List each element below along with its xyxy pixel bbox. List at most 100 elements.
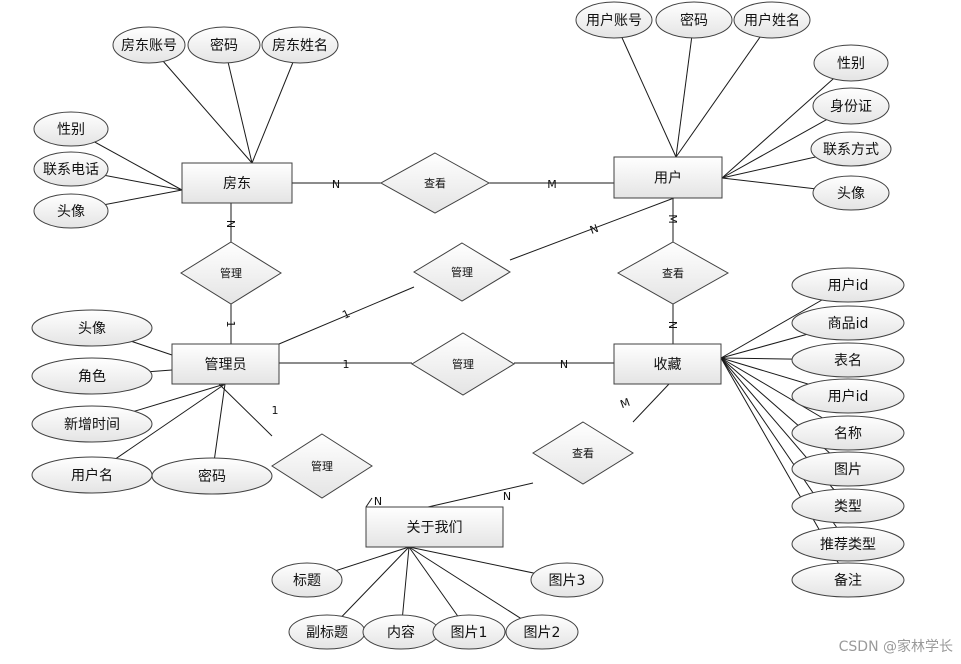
attribute-about-4: 图片2: [505, 614, 579, 650]
attr-link-landlord-1: [223, 44, 253, 164]
cardinality-r_view3-favorite: M: [618, 396, 631, 411]
cardinality-r_view1-landlord: N: [332, 178, 340, 191]
attribute-ellipse: [791, 342, 905, 378]
attr-link-user-1: [675, 19, 695, 158]
relationship-link-r_manage4-0: [218, 383, 273, 437]
attribute-landlord-5: 头像: [33, 193, 109, 229]
entity-about: 关于我们: [365, 506, 504, 548]
attribute-ellipse: [791, 415, 905, 451]
attribute-label: 商品id: [828, 316, 869, 332]
attribute-ellipse: [791, 562, 905, 598]
attribute-favorite-6: 类型: [791, 488, 905, 524]
attribute-user-2: 用户姓名: [733, 1, 811, 39]
attribute-ellipse: [655, 1, 733, 39]
relationship-link-r_view3-0: [632, 383, 670, 423]
entity-favorite: 收藏: [613, 343, 722, 385]
relationship-r_manage2: 管理: [413, 242, 511, 302]
attribute-admin-3: 用户名: [31, 456, 153, 494]
attribute-label: 副标题: [306, 625, 348, 641]
watermark: CSDN @家林学长: [838, 639, 953, 655]
attribute-admin-2: 新增时间: [31, 405, 153, 443]
relationship-diamond: [411, 332, 515, 396]
relationship-r_manage4: 管理: [271, 433, 373, 499]
attribute-ellipse: [31, 357, 153, 395]
entity-label: 收藏: [654, 357, 682, 373]
attribute-label: 用户姓名: [744, 12, 800, 29]
entity-box: [365, 506, 504, 548]
attr-link-user-0: [613, 19, 677, 158]
attr-link-favorite-5: [720, 357, 849, 470]
entity-label: 关于我们: [407, 520, 463, 536]
relationship-diamond: [532, 421, 634, 485]
attribute-label: 标题: [293, 573, 321, 589]
attribute-ellipse: [530, 562, 604, 598]
relationship-label: 管理: [311, 459, 333, 473]
attribute-about-2: 内容: [362, 614, 440, 650]
relationship-label: 管理: [451, 265, 473, 279]
attribute-label: 联系电话: [43, 162, 99, 178]
cardinality-r_manage1-admin: 1: [224, 321, 237, 328]
relationship-r_view1: 查看: [379, 152, 491, 214]
attribute-user-6: 头像: [812, 175, 890, 211]
entity-admin: 管理员: [171, 343, 280, 385]
attribute-label: 用户id: [828, 277, 869, 294]
cardinality-r_manage2-user: N: [588, 222, 600, 237]
attribute-favorite-3: 用户id: [791, 378, 905, 414]
attribute-label: 表名: [834, 353, 862, 369]
attribute-favorite-4: 名称: [791, 415, 905, 451]
entity-label: 管理员: [205, 357, 247, 373]
attribute-label: 头像: [837, 186, 865, 202]
attribute-user-3: 性别: [813, 44, 889, 82]
cardinality-r_view3-about: N: [503, 490, 511, 503]
attribute-label: 密码: [680, 12, 708, 29]
attribute-ellipse: [791, 267, 905, 303]
relationship-r_view2: 查看: [616, 241, 730, 305]
attribute-favorite-0: 用户id: [791, 267, 905, 303]
attribute-label: 性别: [57, 122, 85, 138]
attribute-label: 图片3: [549, 573, 586, 589]
relationship-link-r_manage2-0: [278, 286, 415, 345]
attribute-label: 用户名: [71, 467, 113, 484]
attribute-ellipse: [31, 309, 153, 347]
cardinality-r_view2-favorite: N: [666, 321, 679, 329]
attribute-user-0: 用户账号: [575, 1, 653, 39]
attribute-ellipse: [33, 193, 109, 229]
attr-link-landlord-0: [148, 44, 253, 164]
attribute-label: 用户账号: [586, 12, 642, 29]
attribute-favorite-8: 备注: [791, 562, 905, 598]
attribute-ellipse: [271, 562, 343, 598]
cardinality-r_manage4-about: N: [374, 495, 382, 508]
attribute-ellipse: [791, 378, 905, 414]
attribute-label: 类型: [834, 499, 862, 515]
relationship-diamond: [616, 241, 730, 305]
attribute-label: 备注: [834, 572, 862, 589]
entity-landlord: 房东: [181, 162, 293, 204]
attribute-ellipse: [813, 44, 889, 82]
attribute-label: 头像: [57, 204, 85, 220]
attribute-ellipse: [812, 175, 890, 211]
attribute-ellipse: [261, 26, 339, 64]
entity-box: [613, 156, 723, 199]
attribute-favorite-5: 图片: [791, 451, 905, 487]
attribute-ellipse: [810, 131, 892, 167]
entity-box: [181, 162, 293, 204]
relationship-r_manage1: 管理: [180, 241, 282, 305]
relationship-label: 查看: [424, 176, 446, 190]
attribute-ellipse: [791, 451, 905, 487]
attribute-ellipse: [432, 614, 506, 650]
attr-link-about-4: [408, 546, 543, 633]
attribute-label: 密码: [210, 37, 238, 54]
entity-box: [171, 343, 280, 385]
attribute-admin-1: 角色: [31, 357, 153, 395]
attribute-ellipse: [791, 305, 905, 341]
attribute-label: 推荐类型: [820, 537, 876, 553]
attribute-user-4: 身份证: [812, 87, 890, 125]
attribute-admin-0: 头像: [31, 309, 153, 347]
attribute-label: 图片1: [451, 625, 488, 641]
attribute-favorite-7: 推荐类型: [791, 526, 905, 562]
attribute-label: 房东账号: [121, 38, 177, 54]
cardinality-r_manage3-admin: 1: [343, 358, 350, 371]
relationship-link-r_view3-1: [427, 482, 534, 508]
relationship-link-r_manage2-1: [509, 197, 675, 261]
attribute-ellipse: [187, 26, 261, 64]
